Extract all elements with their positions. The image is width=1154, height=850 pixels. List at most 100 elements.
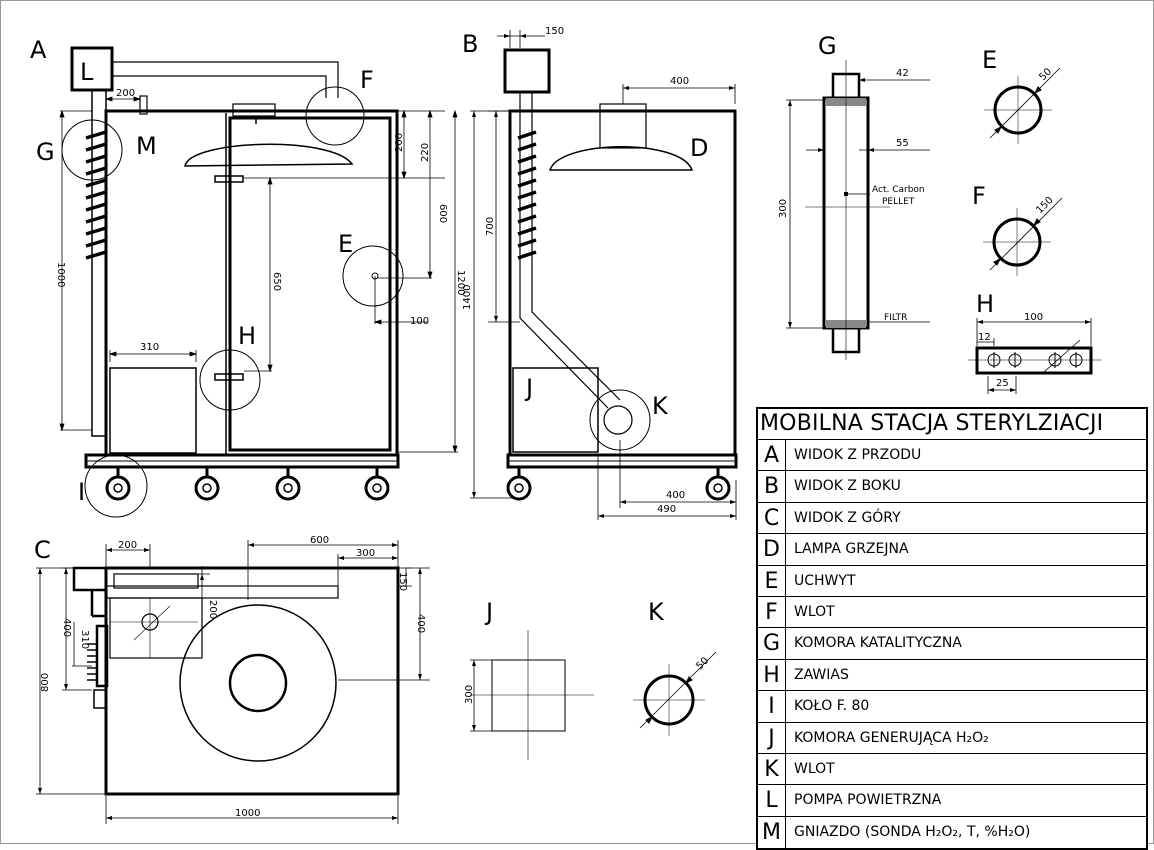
detail-f-inlet — [983, 197, 1063, 276]
callout-l: L — [80, 58, 94, 86]
dim-a-1000: 1000 — [55, 262, 66, 287]
dim-c-200: 200 — [118, 540, 137, 551]
legend-text: WIDOK Z BOKU — [794, 478, 901, 495]
dim-b-700: 700 — [485, 217, 496, 236]
dim-c-400b: 400 — [61, 618, 72, 637]
view-label-c: C — [34, 536, 51, 564]
dim-h-100: 100 — [1024, 312, 1043, 323]
dim-b-490: 490 — [657, 504, 676, 515]
dim-a-200b: 200 — [394, 133, 405, 152]
dim-b-400: 400 — [670, 76, 689, 87]
dim-c-800: 800 — [40, 673, 51, 692]
legend-text: GNIAZDO (SONDA H₂O₂, T, %H₂O) — [794, 823, 1031, 840]
callout-h: H — [238, 322, 256, 350]
view-label-k: K — [648, 598, 665, 626]
dim-h-25: 25 — [996, 378, 1009, 389]
legend-row: K WLOT — [758, 753, 1146, 786]
details-efh-labels: E 50 F 150 H 100 12 25 — [972, 46, 1056, 389]
dim-a-100: 100 — [410, 316, 429, 327]
callout-m: M — [136, 132, 157, 160]
legend-text: KOŁO F. 80 — [794, 698, 870, 715]
legend-key: C — [758, 502, 786, 534]
legend-key: E — [758, 565, 786, 596]
legend-row: C WIDOK Z GÓRY — [758, 502, 1146, 535]
legend-row: E UCHWYT — [758, 565, 1146, 597]
detail-k-inlet — [633, 651, 717, 736]
dim-c-150: 150 — [397, 572, 408, 591]
legend-text: KOMORA GENERUJĄCA H₂O₂ — [794, 729, 989, 746]
legend-key: L — [758, 785, 786, 816]
dim-c-400: 400 — [415, 614, 426, 633]
callout-i: I — [78, 478, 85, 506]
dim-g-55: 55 — [896, 138, 909, 149]
dim-a-650: 650 — [271, 272, 282, 291]
view-label-a: A — [30, 36, 47, 64]
view-label-h: H — [976, 290, 994, 318]
label-pellet: PELLET — [882, 197, 915, 207]
dim-h-12: 12 — [978, 332, 991, 343]
legend-row: A WIDOK Z PRZODU — [758, 440, 1146, 472]
legend-row: L POMPA POWIETRZNA — [758, 785, 1146, 817]
dim-g-300: 300 — [778, 199, 789, 218]
legend-key: D — [758, 534, 786, 565]
legend-text: KOMORA KATALITYCZNA — [794, 635, 962, 652]
legend-text: UCHWYT — [794, 572, 856, 589]
legend-text: WIDOK Z PRZODU — [794, 447, 922, 463]
detail-h-hinge — [968, 318, 1102, 394]
legend-text: POMPA POWIETRZNA — [794, 792, 942, 809]
view-label-b: B — [462, 30, 478, 58]
dim-b-400b: 400 — [666, 490, 685, 501]
dim-b-150: 150 — [545, 26, 564, 37]
legend-text: WLOT — [794, 760, 835, 777]
dim-c-300: 300 — [356, 548, 375, 559]
label-filter: FILTR — [884, 313, 907, 323]
dim-b-1400: 1400 — [462, 285, 473, 310]
dim-g-42: 42 — [896, 68, 909, 79]
legend-key: K — [758, 753, 786, 785]
dim-a-310: 310 — [140, 342, 159, 353]
callout-j: J — [524, 374, 533, 402]
legend-row: I KOŁO F. 80 — [758, 691, 1146, 723]
legend-row: D LAMPA GRZEJNA — [758, 534, 1146, 566]
legend-key: A — [758, 440, 786, 471]
legend-key: I — [758, 691, 786, 722]
callout-e: E — [338, 230, 353, 258]
legend-key: B — [758, 471, 786, 502]
callout-k: K — [652, 392, 669, 420]
legend-key: M — [758, 816, 786, 849]
details-jk-labels: J 300 K 50 — [464, 598, 711, 704]
view-b-side — [470, 30, 738, 520]
view-a-labels: A L M F G E H I 200 310 100 200 220 600 … — [30, 36, 466, 506]
legend-text: WLOT — [794, 603, 835, 620]
view-c-top — [36, 540, 430, 824]
view-label-g: G — [818, 32, 837, 60]
legend-key: G — [758, 628, 786, 659]
detail-e-handle — [984, 67, 1061, 144]
detail-j-generator — [470, 630, 594, 760]
legend-key: H — [758, 659, 786, 691]
dim-a-600: 600 — [437, 204, 448, 223]
view-label-e: E — [982, 46, 997, 74]
dim-c-600: 600 — [310, 535, 329, 546]
callout-g: G — [36, 138, 55, 166]
legend-key: J — [758, 722, 786, 753]
view-b-labels: B D J K 150 400 400 490 700 1400 — [462, 26, 708, 515]
dim-j-300: 300 — [464, 685, 475, 704]
dim-a-1200: 1200 — [455, 270, 466, 295]
dim-c-200b: 200 — [207, 600, 218, 619]
detail-g-catalytic-chamber — [786, 60, 930, 360]
view-a-front — [59, 46, 458, 518]
view-label-j: J — [484, 598, 493, 626]
legend-text: ZAWIAS — [794, 666, 849, 683]
dim-a-220: 220 — [420, 143, 431, 162]
callout-f: F — [360, 66, 374, 94]
detail-g-labels: G 42 55 300 Act. Carbon PELLET FILTR — [778, 32, 925, 323]
dim-c-310: 310 — [79, 630, 90, 649]
view-label-f: F — [972, 182, 986, 210]
legend-text: WIDOK Z GÓRY — [794, 509, 901, 526]
label-act-carbon: Act. Carbon — [872, 185, 925, 195]
legend-text: LAMPA GRZEJNA — [794, 541, 909, 558]
dim-a-200: 200 — [116, 88, 135, 99]
